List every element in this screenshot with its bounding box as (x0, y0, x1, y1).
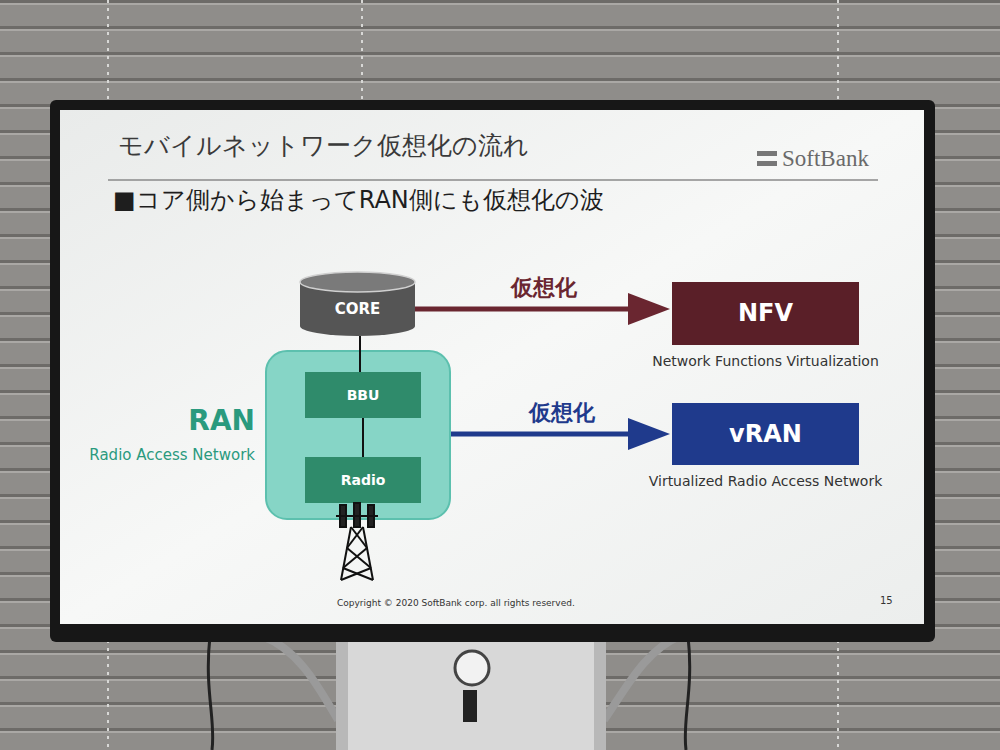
radio-tower (336, 503, 378, 580)
link-line (362, 418, 364, 457)
cylinder-top (300, 272, 415, 292)
node-label: NFV (738, 299, 793, 328)
bullet-point: ■コア側から始まってRAN側にも仮想化の波 (113, 186, 604, 215)
logo-bar (757, 151, 777, 156)
copyright-note: Copyright © 2020 SoftBank corp. all righ… (337, 598, 575, 609)
ran-group: RANRadio Access NetworkBBURadio (265, 350, 451, 520)
edge-label: 仮想化 (511, 275, 577, 301)
core-cylinder: CORE (300, 272, 415, 336)
virtualization-arrow (451, 432, 649, 437)
radio-box: Radio (305, 457, 421, 503)
monitor-stand (208, 630, 689, 750)
virtualization-arrow (415, 307, 649, 312)
node-label: BBU (347, 387, 380, 404)
box-caption: Network Functions Virtualization (652, 353, 879, 370)
edge-label: 仮想化 (529, 400, 595, 426)
page-number: 15 (880, 595, 893, 607)
link-line (359, 336, 361, 372)
slide-title: モバイルネットワーク仮想化の流れ (118, 131, 529, 161)
node-label: Radio (341, 472, 386, 489)
node-label: CORE (335, 300, 381, 318)
node-label: vRAN (729, 420, 802, 449)
logo-text: SoftBank (782, 145, 869, 173)
nfv-box: NFVNetwork Functions Virtualization (672, 282, 859, 345)
group-subheading: Radio Access Network (89, 446, 255, 464)
logo-bar (757, 161, 777, 166)
group-heading: RAN (188, 404, 255, 438)
bbu-box: BBU (305, 372, 421, 418)
title-rule (108, 179, 878, 181)
box-caption: Virtualized Radio Access Network (649, 473, 883, 490)
monitor-bezel (50, 100, 935, 642)
vran-box: vRANVirtualized Radio Access Network (672, 403, 859, 465)
slide-ground (60, 110, 924, 624)
